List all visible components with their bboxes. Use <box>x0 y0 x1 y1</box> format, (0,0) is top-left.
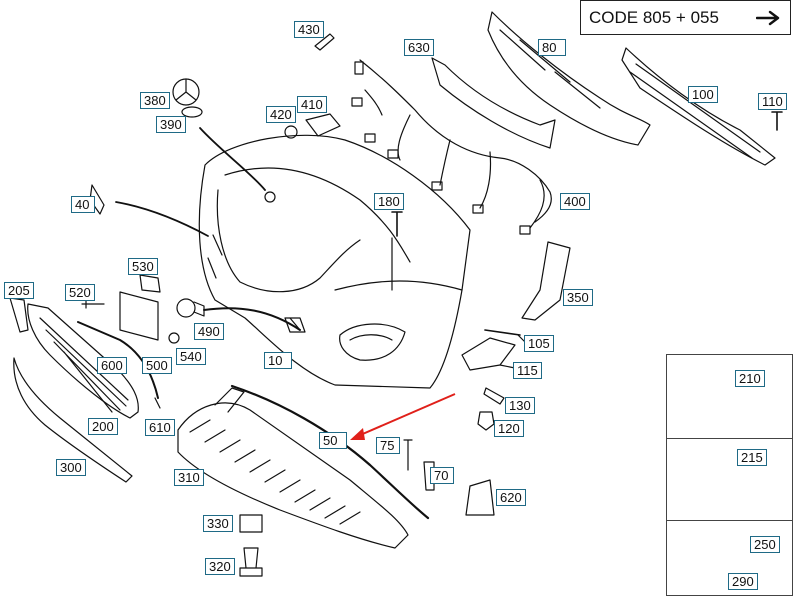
absorber-drawing <box>431 57 556 149</box>
callout-105[interactable]: 105 <box>524 335 554 352</box>
callout-390[interactable]: 390 <box>156 116 186 133</box>
callout-205[interactable]: 205 <box>4 282 34 299</box>
callout-120[interactable]: 120 <box>494 420 524 437</box>
callout-420[interactable]: 420 <box>266 106 296 123</box>
side-grille-drawing <box>27 303 139 419</box>
callout-430[interactable]: 430 <box>294 21 324 38</box>
cover-40-drawing <box>89 184 105 215</box>
highlight-arrow <box>350 393 456 440</box>
callout-10[interactable]: 10 <box>264 352 292 369</box>
callout-50[interactable]: 50 <box>319 432 347 449</box>
sensor-410-drawing <box>305 113 341 137</box>
inset-divider <box>667 438 792 439</box>
insert-205-drawing <box>9 297 29 333</box>
callout-180[interactable]: 180 <box>374 193 404 210</box>
bracket-105-drawing <box>461 337 516 371</box>
callout-215[interactable]: 215 <box>737 449 767 466</box>
callout-380[interactable]: 380 <box>140 92 170 109</box>
reinforcement-drawing <box>487 11 651 146</box>
callout-290[interactable]: 290 <box>728 573 758 590</box>
callout-610[interactable]: 610 <box>145 419 175 436</box>
callout-40[interactable]: 40 <box>71 196 95 213</box>
lower-trim-drawing <box>13 357 133 483</box>
inset-divider <box>667 520 792 521</box>
callout-80[interactable]: 80 <box>538 39 566 56</box>
callout-530[interactable]: 530 <box>128 258 158 275</box>
callout-100[interactable]: 100 <box>688 86 718 103</box>
plate-holder-drawing <box>119 291 159 341</box>
callout-410[interactable]: 410 <box>297 96 327 113</box>
trim-strip-50 <box>230 384 430 520</box>
sensor-490-drawing <box>176 298 196 318</box>
callout-75[interactable]: 75 <box>376 437 400 454</box>
clip-70-drawing <box>423 461 435 491</box>
clip-120-drawing <box>477 411 495 431</box>
callout-490[interactable]: 490 <box>194 323 224 340</box>
callout-350[interactable]: 350 <box>563 289 593 306</box>
callout-70[interactable]: 70 <box>430 467 454 484</box>
callout-310[interactable]: 310 <box>174 469 204 486</box>
screw-180-drawing <box>391 211 403 237</box>
code-label: CODE 805 + 055 <box>589 7 719 27</box>
callout-600[interactable]: 600 <box>97 357 127 374</box>
callout-320[interactable]: 320 <box>205 558 235 575</box>
pin-75-drawing <box>403 439 413 471</box>
callout-620[interactable]: 620 <box>496 489 526 506</box>
bumper-cover-drawing <box>198 134 471 389</box>
nut-330-drawing <box>239 514 263 533</box>
grille-strip-drawing <box>621 47 776 166</box>
right-arrow-icon <box>756 10 780 26</box>
bracket-620-drawing <box>465 479 495 516</box>
callout-540[interactable]: 540 <box>176 348 206 365</box>
callout-500[interactable]: 500 <box>142 357 172 374</box>
code-box: CODE 805 + 055 <box>580 0 791 35</box>
callout-115[interactable]: 115 <box>513 362 542 379</box>
callout-630[interactable]: 630 <box>404 39 434 56</box>
bracket-350-drawing <box>521 241 571 321</box>
callout-330[interactable]: 330 <box>203 515 233 532</box>
wiring-harness-drawing <box>351 59 552 235</box>
callout-110[interactable]: 110 <box>758 93 787 110</box>
clip-430-drawing <box>314 33 335 51</box>
callout-210[interactable]: 210 <box>735 370 765 387</box>
screw-320-drawing <box>239 547 263 577</box>
clip-130-drawing <box>483 387 505 405</box>
callout-130[interactable]: 130 <box>505 397 535 414</box>
callout-400[interactable]: 400 <box>560 193 590 210</box>
callout-520[interactable]: 520 <box>65 284 95 301</box>
emblem-drawing <box>172 78 200 106</box>
inset-panel <box>666 354 793 596</box>
callout-250[interactable]: 250 <box>750 536 780 553</box>
lower-grille-drawing <box>177 387 409 549</box>
callout-300[interactable]: 300 <box>56 459 86 476</box>
callout-200[interactable]: 200 <box>88 418 118 435</box>
